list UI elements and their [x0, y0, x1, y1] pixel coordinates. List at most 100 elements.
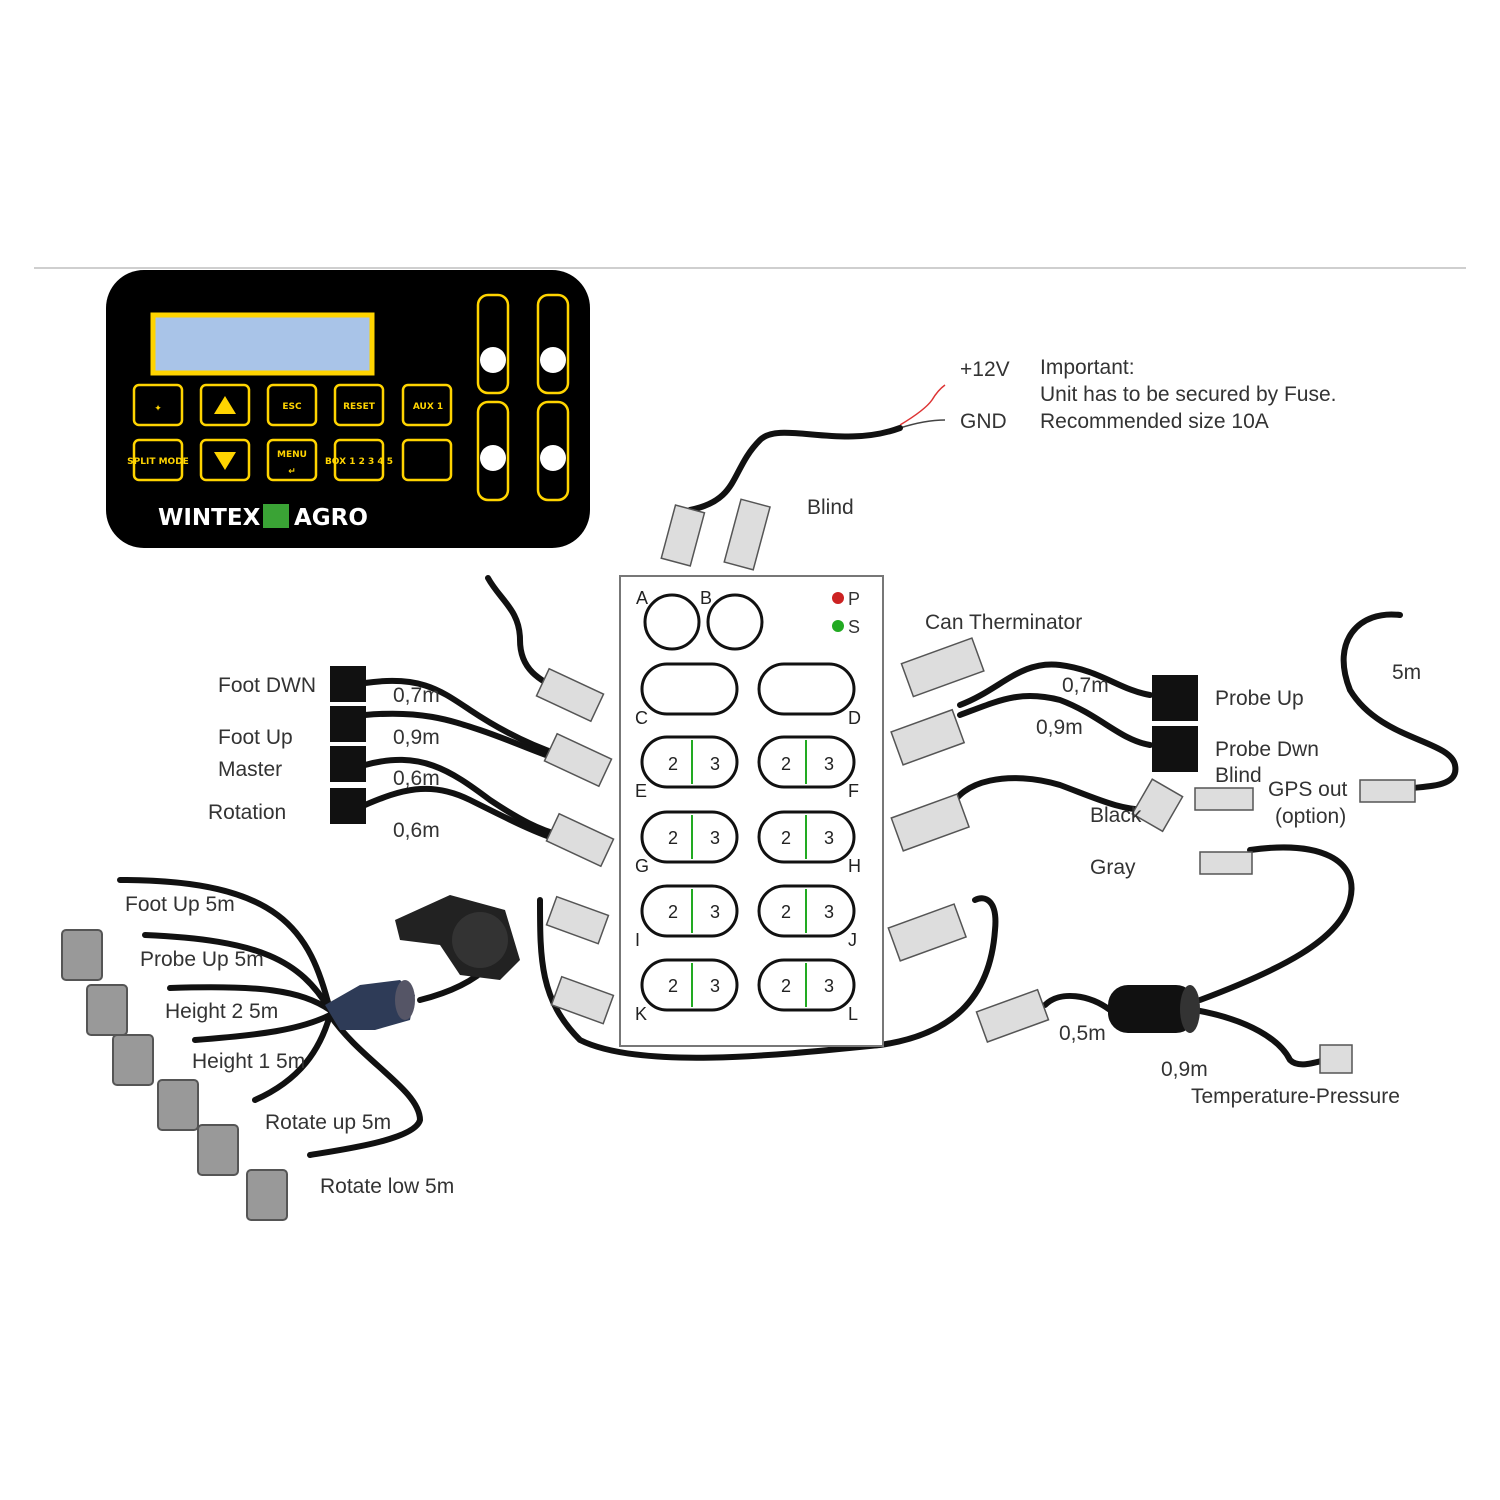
plugs — [535, 498, 1416, 1074]
key-menu[interactable] — [266, 438, 318, 482]
label-foot-dwn: Foot DWN — [218, 674, 316, 697]
pin-l-num-p: 2 — [781, 976, 791, 996]
label-probe-up: Probe Up — [1215, 687, 1304, 710]
seven-pin-socket — [395, 895, 520, 980]
cable-harness-2 — [142, 932, 333, 1013]
block-foot-up — [330, 706, 366, 742]
label-can-terminator: Can Therminator — [925, 611, 1082, 634]
key-control[interactable] — [401, 438, 453, 482]
pin-j-num-s: 3 — [824, 902, 834, 922]
key-esc[interactable] — [266, 383, 318, 427]
rocker-2-knob — [540, 347, 566, 373]
labels-sensors: Foot Up 5m Probe Up 5m Height 2 5m Heigh… — [125, 893, 454, 1198]
cable-filter-right — [1192, 1007, 1338, 1068]
power-section: +12V GND Important: Unit has to be secur… — [899, 356, 1337, 433]
sensor-1 — [61, 929, 103, 981]
pin-l-label: L — [848, 1004, 858, 1024]
controller-unit: ✦ ESC RESET AUX 1 SPLIT MODE MENU ↵ BOX … — [106, 270, 590, 548]
label-len-06a-left: 0,6m — [393, 767, 440, 790]
round-plug-harness — [325, 980, 415, 1030]
filter-cylinder — [1108, 985, 1200, 1033]
label-option: (option) — [1275, 805, 1346, 828]
label-len-07-left: 0,7m — [393, 684, 440, 707]
brand-logo-icon — [263, 504, 289, 528]
legend-p-dot — [832, 592, 844, 604]
cable-black-gray — [947, 775, 1153, 813]
key-aux1-label: AUX 1 — [413, 402, 443, 412]
key-menu-label: MENU — [277, 450, 307, 460]
plug-temp-left — [975, 988, 1050, 1043]
pin-e-socket — [640, 735, 739, 789]
plug-can-terminator — [900, 637, 985, 698]
label-sensor-probe-up: Probe Up 5m — [140, 948, 264, 971]
sensor-4 — [157, 1079, 199, 1131]
rocker-1-top[interactable] — [476, 293, 510, 395]
labels-left: Foot DWN Foot Up Master Rotation 0,7m 0,… — [208, 674, 440, 842]
cable-master — [362, 756, 563, 838]
brand-agro: AGRO — [294, 505, 368, 531]
power-note-title: Important: — [1040, 356, 1135, 379]
pin-k-num-p: 2 — [668, 976, 678, 996]
key-aux1[interactable] — [401, 383, 453, 427]
cable-probe-dwn — [957, 692, 1153, 748]
pin-k-num-s: 3 — [710, 976, 720, 996]
label-sensor-rotate-up: Rotate up 5m — [265, 1111, 391, 1134]
junction-box: P S A B C D 2 3 E 2 3 F 2 3 G 2 3 H — [619, 575, 884, 1047]
filter-end — [1180, 985, 1200, 1033]
plug-left-2 — [543, 732, 613, 788]
pin-c-label: C — [635, 708, 648, 728]
key-split-label: SPLIT MODE — [127, 457, 189, 467]
controller-display — [150, 312, 375, 376]
key-reset[interactable] — [333, 383, 385, 427]
cable-top-left — [485, 575, 563, 693]
pin-c-socket — [640, 662, 739, 716]
pin-b-socket — [706, 593, 764, 651]
block-probe-dwn — [1152, 726, 1198, 772]
label-sensor-height2: Height 2 5m — [165, 1000, 278, 1023]
legend-p-label: P — [848, 589, 860, 609]
rocker-2-top[interactable] — [536, 293, 570, 395]
plug-black — [1131, 778, 1184, 833]
filter-body — [1108, 985, 1196, 1033]
rocker-4-knob — [540, 445, 566, 471]
round-plug-body — [325, 980, 415, 1030]
key-settings[interactable] — [132, 383, 184, 427]
legend-s-label: S — [848, 617, 860, 637]
block-rotation — [330, 788, 366, 824]
cable-foot-up — [362, 710, 563, 763]
key-box[interactable] — [333, 438, 385, 482]
pin-i-num-p: 2 — [668, 902, 678, 922]
rocker-3-knob — [480, 445, 506, 471]
pin-e-num-p: 2 — [668, 754, 678, 774]
arrow-up-icon — [214, 396, 236, 414]
label-probe-dwn: Probe Dwn — [1215, 738, 1319, 761]
label-black: Black — [1090, 804, 1142, 827]
pin-g-num-p: 2 — [668, 828, 678, 848]
pin-g-socket — [640, 810, 739, 864]
sensor-3 — [112, 1034, 154, 1086]
keys-row-2: SPLIT MODE MENU ↵ BOX 1 2 3 4 5 — [127, 438, 453, 482]
pin-k-label: K — [635, 1004, 647, 1024]
power-note-line1: Unit has to be secured by Fuse. — [1040, 383, 1337, 406]
pin-l-num-s: 3 — [824, 976, 834, 996]
pin-d-label: D — [848, 708, 861, 728]
block-master — [330, 746, 366, 782]
labels-right: Blind Can Therminator 0,7m 0,9m Probe Up… — [807, 496, 1421, 1108]
label-len-09-right: 0,9m — [1036, 716, 1083, 739]
cable-harness-3 — [167, 984, 333, 1013]
sensor-6 — [246, 1169, 288, 1221]
plug-gray — [1199, 851, 1253, 875]
pin-e-num-s: 3 — [710, 754, 720, 774]
rocker-1-knob — [480, 347, 506, 373]
connector-blocks — [330, 666, 1198, 824]
key-split-mode[interactable] — [132, 438, 184, 482]
brand-wintex: WINTEX — [158, 505, 261, 531]
power-gnd-wire — [899, 419, 946, 429]
block-foot-dwn — [330, 666, 366, 702]
pin-a-socket — [643, 593, 701, 651]
plug-gps-1 — [1194, 787, 1254, 811]
proximity-sensors — [61, 929, 288, 1221]
pin-h-num-s: 3 — [824, 828, 834, 848]
pin-k-socket — [640, 958, 739, 1012]
